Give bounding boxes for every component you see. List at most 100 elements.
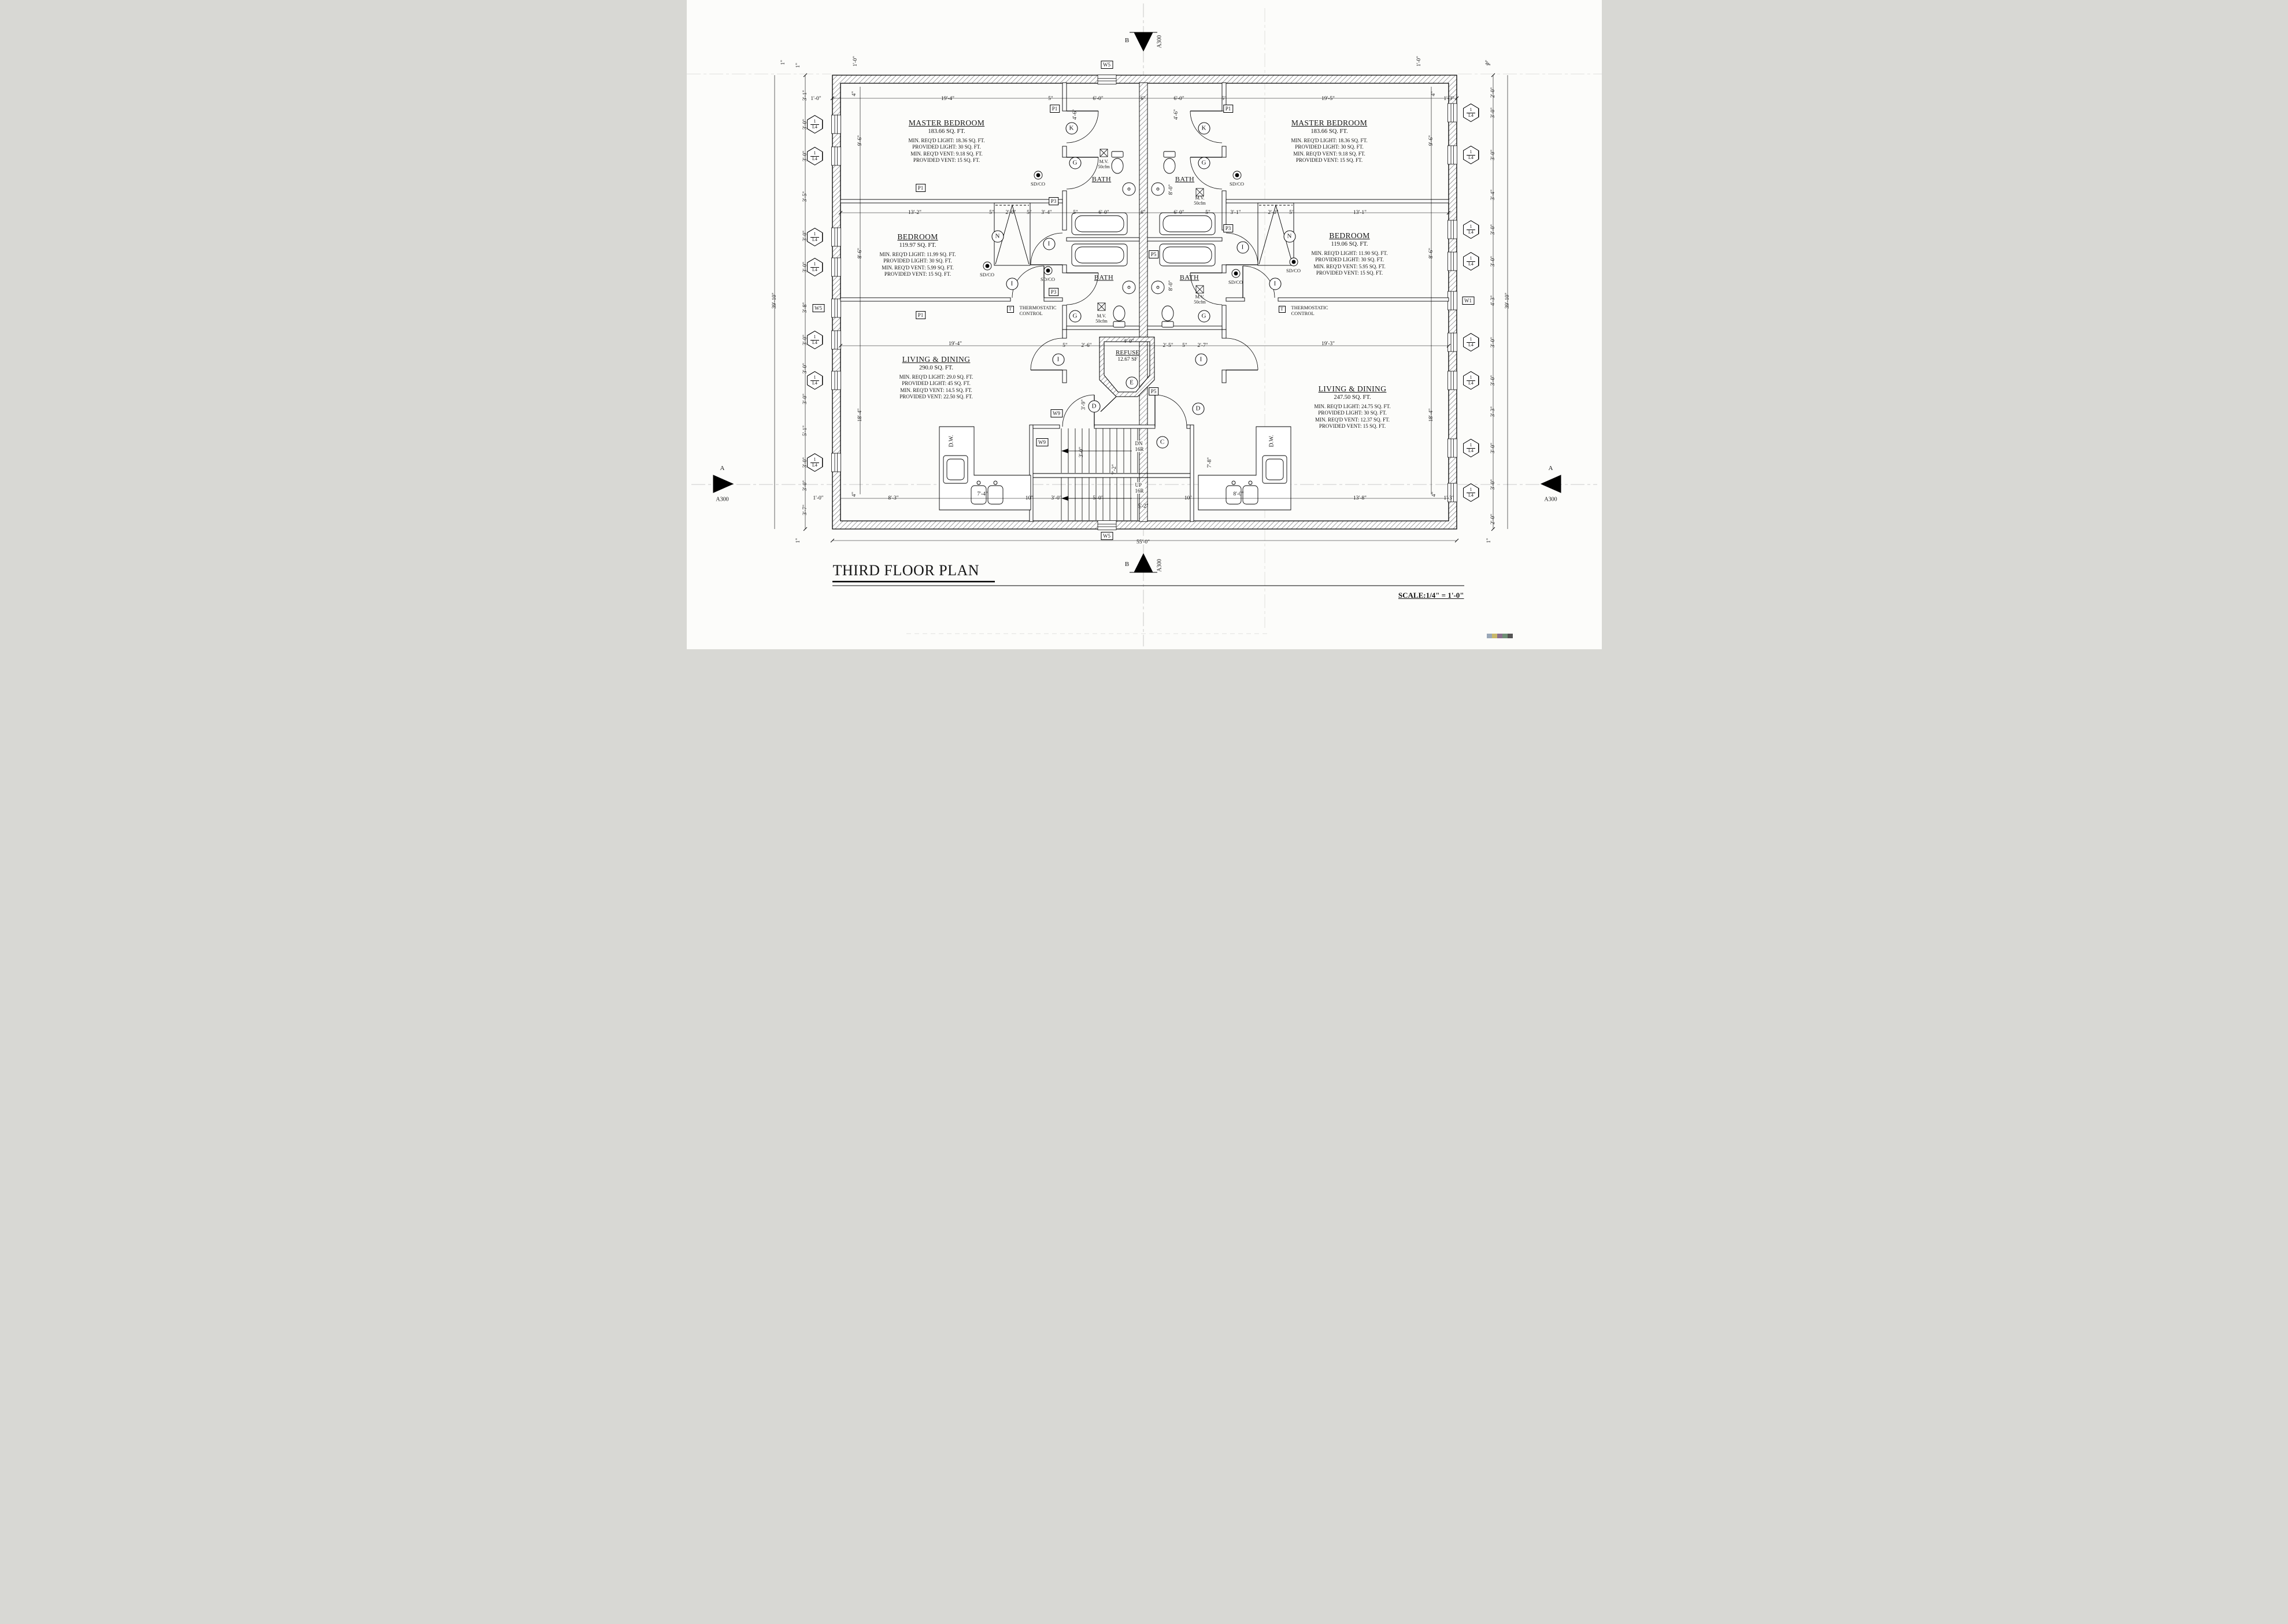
hex-top: 1 — [813, 374, 816, 380]
hex-bottom: L4 — [810, 124, 819, 130]
door-mark-i: I — [1043, 238, 1055, 250]
mv-text: M.V. — [1099, 159, 1109, 164]
riser-count: 16R — [1135, 488, 1144, 494]
door-mark-n: N — [1283, 230, 1295, 243]
room-name: BEDROOM — [897, 232, 938, 241]
room-stat: MIN. REQ'D VENT: 5.99 SQ. FT. — [882, 264, 954, 271]
section-sheet: A300 — [1156, 558, 1162, 572]
dim-label: 10" — [1025, 495, 1034, 501]
dim-label: 1" — [1486, 538, 1492, 543]
room-stat: PROVIDED VENT: 15 SQ. FT. — [884, 271, 952, 278]
room-stat: MIN. REQ'D LIGHT: 18.36 SQ. FT. — [1291, 138, 1368, 143]
hex-bottom: L4 — [1467, 112, 1475, 119]
dim-label: 3'-8" — [802, 302, 808, 313]
mv-cfm: 50cfm — [1194, 299, 1206, 305]
hex-top: 1 — [1469, 149, 1472, 154]
dim-label: 6" — [1141, 210, 1146, 216]
room-stats: MIN. REQ'D LIGHT: 11.99 SQ. FT. PROVIDED… — [880, 251, 956, 278]
room-stats: MIN. REQ'D LIGHT: 11.90 SQ. FT. PROVIDED… — [1312, 250, 1388, 277]
thermo-text: THERMOSTATIC — [1019, 305, 1057, 310]
room-name: MASTER BEDROOM — [1291, 119, 1368, 127]
dishwasher-label: D.W. — [1268, 435, 1275, 447]
dim-label: 3'-1" — [1230, 210, 1241, 216]
section-sheet: A300 — [1156, 35, 1162, 49]
dim-label: 13'-2" — [908, 210, 922, 216]
mv-text: M.V. — [1195, 294, 1205, 299]
room-refuse: REFUSE 12.67 SF — [1116, 349, 1139, 362]
mech-vent-label: M.V.50cfm — [1095, 313, 1107, 324]
tag-w9: W9 — [1036, 438, 1048, 446]
dim-label: 3'-0" — [802, 362, 808, 374]
room-name: MASTER BEDROOM — [908, 119, 985, 127]
dim-label: 3'-0" — [1490, 442, 1496, 454]
hex-bottom: L4 — [1467, 154, 1475, 161]
dim-label: 9'-6" — [857, 135, 863, 146]
dim-label: 3'-0" — [1490, 224, 1496, 235]
room-stats: MIN. REQ'D LIGHT: 29.0 SQ. FT. PROVIDED … — [899, 374, 973, 401]
dim-label: 2'-0" — [1490, 513, 1496, 525]
dim-label: 8'-6" — [1428, 247, 1434, 259]
dim-label: 5" — [1048, 96, 1053, 102]
room-stat: MIN. REQ'D VENT: 9.18 SQ. FT. — [910, 150, 983, 157]
dim-label: 3'-0" — [1490, 479, 1496, 490]
dim-label: 2'-6" — [1081, 343, 1092, 349]
room-stats: MIN. REQ'D LIGHT: 18.36 SQ. FT. PROVIDED… — [908, 138, 984, 164]
dim-label: 5" — [1027, 210, 1032, 216]
room-living-dining-left: LIVING & DINING 290.0 SQ. FT. MIN. REQ'D… — [899, 355, 973, 401]
room-area: 119.06 SQ. FT. — [1331, 241, 1368, 247]
dim-label: 18'-4" — [857, 408, 863, 422]
dim-label: 1" — [780, 60, 786, 65]
dim-label: 3'-7" — [802, 504, 808, 516]
section-letter: A — [720, 465, 725, 472]
dim-label: 10" — [1184, 495, 1193, 501]
room-bath-upper-right: BATH — [1175, 175, 1195, 183]
hex-top: 1 — [1469, 336, 1472, 342]
tag-p3: P3 — [1223, 224, 1234, 232]
dim-label: 3'-0" — [1051, 495, 1062, 501]
dim-label: 9'-6" — [1428, 135, 1434, 146]
hex-top: 1 — [1469, 223, 1472, 229]
dim-label: 3'-4" — [1490, 189, 1496, 201]
room-stat: PROVIDED LIGHT: 30 SQ. FT. — [1315, 257, 1384, 263]
mech-vent-label: M.V.50cfm — [1194, 294, 1206, 305]
smoke-detector-symbols — [983, 171, 1298, 278]
dim-label: 7'-8" — [1206, 457, 1213, 468]
dim-label: 18'-4" — [1428, 408, 1434, 422]
dim-label: 6'-0" — [1098, 210, 1109, 216]
dim-label: 3'-9" — [1080, 399, 1087, 410]
hex-bottom: L4 — [1467, 447, 1475, 454]
room-area: 12.67 SF — [1117, 357, 1138, 362]
drawing-sheet: MASTER BEDROOM 183.66 SQ. FT. MIN. REQ'D… — [686, 0, 1602, 649]
room-stat: MIN. REQ'D VENT: 5.95 SQ. FT. — [1313, 263, 1386, 269]
room-stat: PROVIDED VENT: 15 SQ. FT. — [1316, 270, 1383, 276]
room-stat: MIN. REQ'D VENT: 9.18 SQ. FT. — [1293, 150, 1365, 157]
dim-label: 5'-2" — [1138, 504, 1149, 509]
room-stat: MIN. REQ'D LIGHT: 29.0 SQ. FT. — [899, 374, 973, 380]
hex-bottom: L4 — [810, 380, 819, 386]
hex-top: 1 — [1469, 255, 1472, 261]
dim-label: 2'-0" — [1490, 87, 1496, 98]
door-mark-d: D — [1192, 402, 1204, 415]
mech-vent-label: M.V.50cfm — [1194, 195, 1205, 206]
room-stat: PROVIDED VENT: 15 SQ. FT. — [913, 157, 980, 164]
mech-vent-label: M.V.50cfm — [1098, 159, 1109, 170]
dim-label: 4" — [1431, 491, 1437, 497]
dim-label: 4'-6" — [1072, 109, 1078, 120]
section-letter: A — [1548, 465, 1553, 472]
door-mark-g: G — [1198, 310, 1210, 323]
room-name: LIVING & DINING — [1318, 384, 1387, 393]
room-stat: MIN. REQ'D LIGHT: 11.99 SQ. FT. — [879, 251, 956, 257]
dim-label: 1'-3" — [1443, 96, 1454, 102]
room-stat: MIN. REQ'D VENT: 12.37 SQ. FT. — [1315, 416, 1390, 423]
room-bath-upper-left: BATH — [1091, 175, 1112, 183]
room-living-dining-right: LIVING & DINING 247.50 SQ. FT. MIN. REQ'… — [1314, 384, 1390, 430]
door-mark-i: I — [1006, 278, 1018, 290]
dim-label: 5" — [1289, 210, 1294, 216]
room-stat: PROVIDED VENT: 15 SQ. FT. — [1295, 157, 1363, 164]
room-area: 247.50 SQ. FT. — [1334, 394, 1371, 401]
dim-label: 13'-8" — [1353, 495, 1367, 501]
hex-top: 1 — [813, 150, 816, 156]
